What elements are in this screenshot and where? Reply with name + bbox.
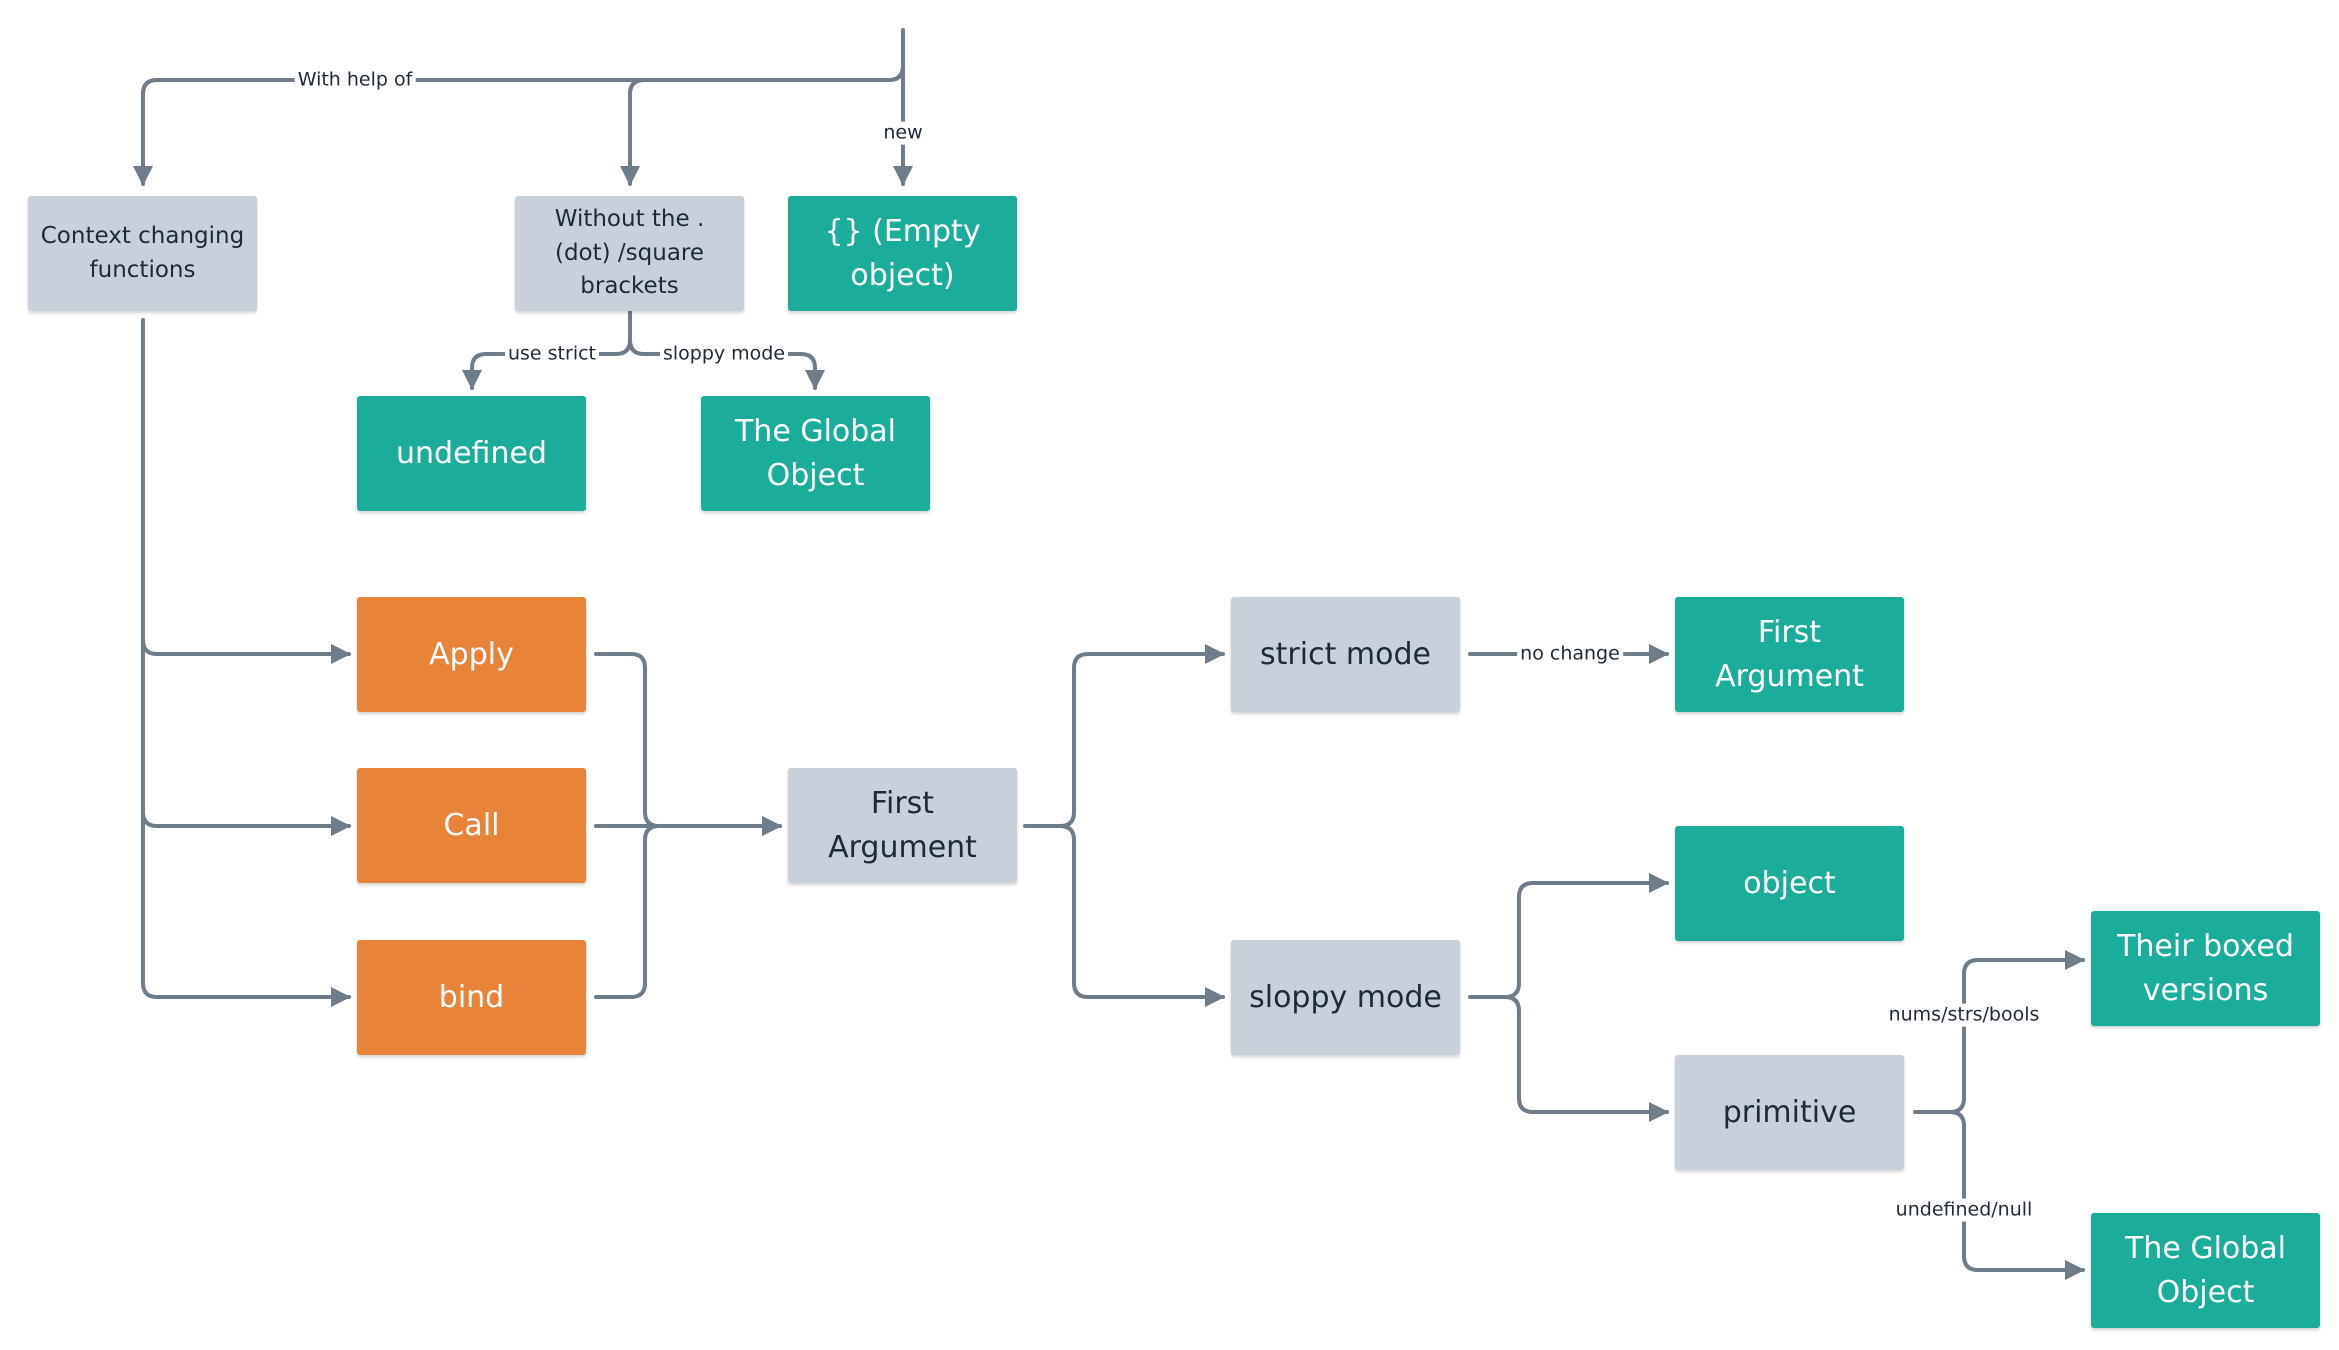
node-sloppy-mode-label: sloppy mode xyxy=(1249,979,1442,1015)
edge-sloppy-to-primitive xyxy=(1503,995,1669,1122)
node-context-changing-functions-label: Context changing functions xyxy=(40,223,245,283)
node-object-label: object xyxy=(1743,865,1836,901)
edge-context-to-call xyxy=(141,638,351,836)
node-primitive-label: primitive xyxy=(1722,1094,1857,1130)
edge-first-argument-to-sloppy xyxy=(1058,824,1225,1007)
node-first-argument-right-label: First Argument xyxy=(1715,615,1864,694)
node-context-changing-functions: Context changing functions xyxy=(28,196,257,311)
edge-label-with-help-of: With help of xyxy=(294,68,416,92)
edge-label-nums-strs-bools: nums/strs/bools xyxy=(1885,1003,2043,1027)
node-first-argument-mid: First Argument xyxy=(788,768,1017,883)
node-primitive: primitive xyxy=(1675,1055,1904,1170)
edge-context-to-apply xyxy=(141,318,351,664)
node-boxed-versions: Their boxed versions xyxy=(2091,911,2320,1026)
node-boxed-versions-label: Their boxed versions xyxy=(2117,929,2294,1008)
edge-label-no-change: no change xyxy=(1517,642,1623,666)
node-strict-mode-label: strict mode xyxy=(1260,636,1431,672)
node-strict-mode: strict mode xyxy=(1231,597,1460,712)
node-undefined-label: undefined xyxy=(396,435,547,471)
edge-entry-to-context xyxy=(133,28,905,186)
edge-sloppy-to-object xyxy=(1468,873,1669,999)
node-global-object-top: The Global Object xyxy=(701,396,930,511)
edge-primitive-to-boxed xyxy=(1913,950,2085,1114)
node-undefined: undefined xyxy=(357,396,586,511)
node-empty-object: {} (Empty object) xyxy=(788,196,1017,311)
edge-label-new: new xyxy=(880,121,926,145)
node-call: Call xyxy=(357,768,586,883)
node-empty-object-label: {} (Empty object) xyxy=(824,214,981,293)
edge-entry-to-without-dot xyxy=(620,64,905,186)
edge-primitive-to-global xyxy=(1948,1110,2085,1280)
node-first-argument-mid-label: First Argument xyxy=(828,786,977,865)
node-apply: Apply xyxy=(357,597,586,712)
node-first-argument-right: First Argument xyxy=(1675,597,1904,712)
node-without-dot: Without the . (dot) /square brackets xyxy=(515,196,744,311)
edge-label-use-strict: use strict xyxy=(504,342,600,366)
edge-first-argument-to-strict xyxy=(1023,644,1225,828)
edge-apply-to-first-argument xyxy=(594,652,782,836)
node-global-object-bottom: The Global Object xyxy=(2091,1213,2320,1328)
edge-context-to-bind xyxy=(141,810,351,1007)
node-object: object xyxy=(1675,826,1904,941)
node-call-label: Call xyxy=(443,807,500,843)
node-global-object-top-label: The Global Object xyxy=(734,414,897,493)
edge-bind-to-first-argument xyxy=(594,824,661,999)
edge-label-sloppy-mode: sloppy mode xyxy=(659,342,789,366)
node-apply-label: Apply xyxy=(429,636,514,672)
node-bind: bind xyxy=(357,940,586,1055)
node-without-dot-label: Without the . (dot) /square brackets xyxy=(554,206,705,300)
node-sloppy-mode: sloppy mode xyxy=(1231,940,1460,1055)
edge-label-undefined-null: undefined/null xyxy=(1892,1198,2036,1222)
node-bind-label: bind xyxy=(438,979,505,1015)
node-global-object-bottom-label: The Global Object xyxy=(2124,1231,2287,1310)
edge-sloppy-mode-top xyxy=(628,338,825,390)
